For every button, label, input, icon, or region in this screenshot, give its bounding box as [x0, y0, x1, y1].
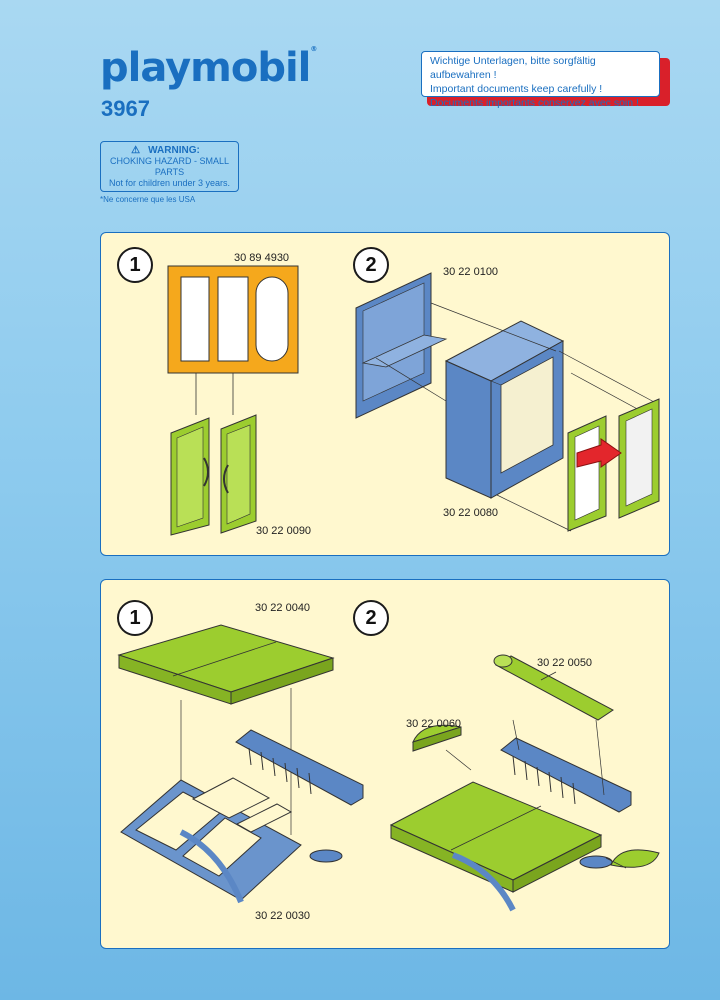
- documents-note-de: Wichtige Unterlagen, bitte sorgfältig au…: [430, 55, 596, 81]
- choking-warning-box: ⚠ WARNING: CHOKING HAZARD - SMALL PARTS N…: [100, 141, 239, 192]
- warning-triangle-icon: ⚠: [131, 145, 141, 156]
- nightstand-part-code: 30 22 0060: [406, 718, 462, 730]
- red-arrow-icon: [576, 438, 622, 468]
- wardrobe-assembly-panel: 1 2 30 89 4930 30 22 0090 30 22 0100 30 …: [100, 232, 670, 556]
- documents-note-en: Important documents keep carefully !: [430, 83, 603, 95]
- step-2-badge: 2: [353, 600, 389, 636]
- warning-line-1: CHOKING HAZARD - SMALL PARTS: [109, 156, 230, 177]
- documents-note: Wichtige Unterlagen, bitte sorgfältig au…: [421, 51, 660, 109]
- cabinet-doors-illustration: [567, 398, 660, 532]
- green-pillow-illustration: [493, 654, 614, 721]
- doors-part-code: 30 22 0090: [256, 525, 312, 537]
- blue-bed-frame-illustration: [120, 729, 364, 904]
- usa-disclaimer: *Ne concerne que les USA: [100, 195, 196, 204]
- bed-assembly-illustration: [117, 624, 660, 912]
- mattress-part-code: 30 22 0040: [255, 602, 311, 614]
- sticker-sheet-illustration: [167, 265, 299, 415]
- green-doors-illustration: [170, 414, 257, 536]
- assembled-bed-illustration: [389, 654, 660, 912]
- playmobil-logo: playmobil®: [100, 45, 317, 91]
- sticker-part-code: 30 89 4930: [234, 252, 290, 264]
- shelf-part-code: 30 22 0100: [443, 266, 499, 278]
- frame-part-code: 30 22 0030: [255, 910, 311, 922]
- step-1-badge: 1: [117, 247, 153, 283]
- assembly-guide-lines: [375, 302, 657, 532]
- warning-line-2: Not for children under 3 years.: [108, 178, 231, 188]
- model-number: 3967: [101, 96, 150, 121]
- warning-title: WARNING:: [148, 145, 200, 156]
- wardrobe-assembly-illustration: [167, 265, 660, 536]
- bed-assembly-panel: 1 2 30 22 0040 30 22 0030 30 22 0050 30 …: [100, 579, 670, 949]
- step-1-badge: 1: [117, 600, 153, 636]
- step-2-badge: 2: [353, 247, 389, 283]
- documents-note-fr: Documents importants conservez avec soin…: [430, 97, 639, 109]
- cabinet-part-code: 30 22 0080: [443, 507, 499, 519]
- bed-guide-lines: [445, 719, 627, 869]
- blue-cabinet-illustration: [444, 320, 565, 499]
- nightstand-right-illustration: [610, 849, 660, 868]
- green-mattress-illustration: [117, 624, 335, 705]
- pillow-part-code: 30 22 0050: [537, 657, 593, 669]
- shelf-back-panel-illustration: [355, 272, 448, 419]
